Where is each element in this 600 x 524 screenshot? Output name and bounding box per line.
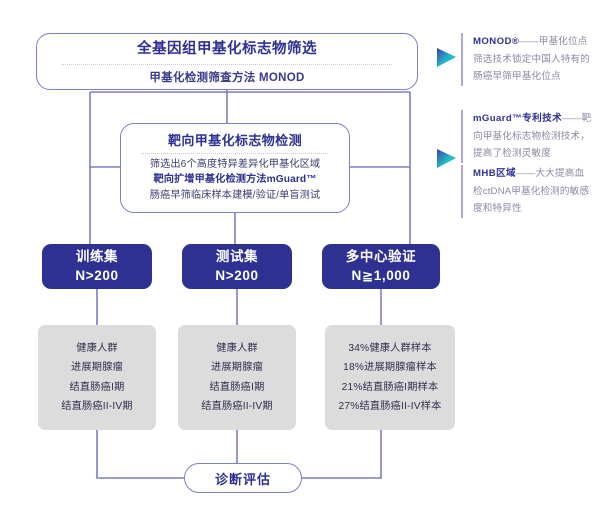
mid-box-divider: [142, 152, 328, 154]
mid-box-line-3: 肠癌早筛临床样本建模/验证/单盲测试: [149, 190, 321, 202]
sample-line: 进展期腺瘤: [71, 362, 123, 374]
annotation-mguard: mGuard™专利技术——靶向甲基化标志物检测技术，提高了检测灵敏度: [461, 110, 593, 164]
sample-line: 健康人群: [216, 342, 258, 354]
cohort-count: N≧1,000: [351, 267, 411, 283]
sample-line: 结直肠癌II-IV期: [201, 400, 273, 412]
diagnostic-evaluation-box: 诊断评估: [184, 463, 302, 493]
annotation-monod: MONOD®——甲基化位点筛选技术锁定中国人特有的肠癌早筛甲基化位点: [461, 33, 593, 87]
cohort-name: 测试集: [215, 249, 259, 265]
annotation-term: MHB区域: [473, 168, 517, 179]
bottom-box-title: 诊断评估: [214, 471, 271, 487]
sample-box-multicenter: 34%健康人群样本 18%进展期腺瘤样本 21%结直肠癌I期样本 27%结直肠癌…: [325, 325, 455, 430]
top-box-title: 全基因组甲基化标志物筛选: [137, 41, 317, 58]
sample-line: 34%健康人群样本: [348, 342, 432, 354]
mid-box-line-2: 靶向扩增甲基化检测方法mGuard™: [153, 174, 317, 186]
cohort-box-training: 训练集 N>200: [42, 244, 152, 289]
connector-left-elbow: [89, 92, 120, 168]
sample-box-test: 健康人群 进展期腺瘤 结直肠癌I期 结直肠癌II-IV期: [178, 325, 296, 430]
arrow-right-icon-2: [437, 149, 456, 168]
sample-line: 健康人群: [76, 342, 118, 354]
sample-box-training: 健康人群 进展期腺瘤 结直肠癌I期 结直肠癌II-IV期: [38, 325, 156, 430]
sample-line: 进展期腺瘤: [211, 362, 263, 374]
sample-line: 27%结直肠癌II-IV样本: [338, 400, 442, 412]
mid-box-title: 靶向甲基化标志物检测: [167, 132, 302, 148]
top-box-subtitle: 甲基化检测筛查方法 MONOD: [149, 71, 305, 84]
top-box-divider: [62, 63, 392, 65]
targeted-methylation-box: 靶向甲基化标志物检测 筛选出6个高度特异差异化甲基化区域 靶向扩增甲基化检测方法…: [120, 123, 350, 213]
annotation-term: MONOD®: [473, 36, 520, 47]
cohort-name: 训练集: [75, 249, 119, 265]
annotation-mhb: MHB区域——大大提高血检ctDNA甲基化检测的敏感度和特异性: [461, 165, 593, 219]
cohort-count: N>200: [215, 267, 259, 283]
sample-line: 18%进展期腺瘤样本: [343, 362, 437, 374]
sample-line: 结直肠癌II-IV期: [61, 400, 133, 412]
cohort-count: N>200: [75, 267, 119, 283]
cohort-box-multicenter: 多中心验证 N≧1,000: [322, 244, 440, 289]
annotation-body: ——甲基化位点筛选技术锁定中国人特有的肠癌早筛甲基化位点: [473, 36, 590, 83]
connector-gray3-to-pill: [302, 430, 382, 479]
connector-gray1-to-pill: [96, 430, 184, 479]
annotation-body: ——靶向甲基化标志物检测技术，提高了检测灵敏度: [473, 113, 592, 160]
annotation-term: mGuard™专利技术: [473, 113, 563, 124]
sample-line: 结直肠癌I期: [69, 381, 125, 393]
arrow-right-icon-1: [437, 48, 456, 67]
cohort-box-test: 测试集 N>200: [182, 244, 292, 289]
mid-box-line-1: 筛选出6个高度特异差异化甲基化区域: [149, 158, 321, 170]
cohort-name: 多中心验证: [345, 249, 417, 265]
annotation-body: ——大大提高血检ctDNA甲基化检测的敏感度和特异性: [473, 168, 590, 215]
sample-line: 结直肠癌I期: [209, 381, 265, 393]
sample-line: 21%结直肠癌I期样本: [341, 381, 439, 393]
connector-right-elbow: [350, 92, 411, 168]
genome-wide-screening-box: 全基因组甲基化标志物筛选 甲基化检测筛查方法 MONOD: [36, 33, 418, 90]
